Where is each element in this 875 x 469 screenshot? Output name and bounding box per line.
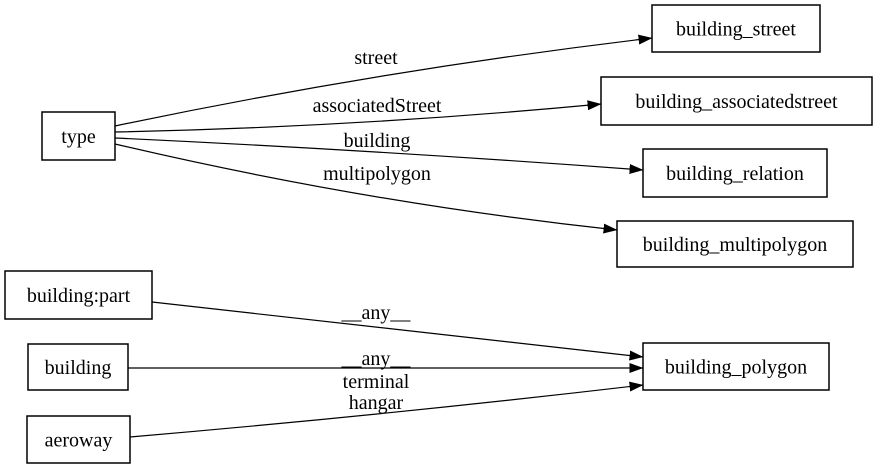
node-box-building_street: [651, 4, 821, 53]
node-label-aeroway: aeroway: [45, 430, 113, 452]
node-box-building_polygon: [642, 342, 830, 391]
edge-label-type-to-building_multipolygon-0: multipolygon: [323, 163, 431, 185]
node-label-building_associatedstreet: building_associatedstreet: [635, 91, 838, 113]
edge-label-type-to-building_street-0: street: [354, 47, 398, 69]
edge-label-building_key-to-building_polygon-0: __any__: [341, 348, 412, 370]
node-label-building_polygon: building_polygon: [665, 357, 807, 379]
edge-type-to-building_street: [114, 34, 653, 127]
node-box-building_multipolygon: [616, 220, 854, 268]
node-label-building_relation: building_relation: [666, 163, 804, 185]
edge-label-aeroway-to-building_polygon-1: hangar: [349, 392, 404, 414]
node-label-type: type: [61, 126, 96, 148]
edge-label-aeroway-to-building_polygon-0: terminal: [343, 371, 410, 393]
node-box-building_part: [4, 270, 153, 320]
node-box-type: [41, 111, 116, 161]
node-label-building_multipolygon: building_multipolygon: [643, 234, 827, 256]
edge-type-to-building_associatedstreet: [114, 100, 602, 133]
node-label-building_key: building: [45, 357, 112, 379]
edge-aeroway-to-building_polygon: [129, 381, 644, 438]
node-box-building_relation: [642, 148, 828, 198]
edge-building_part-to-building_polygon: [151, 301, 644, 361]
edge-label-building_part-to-building_polygon-0: __any__: [341, 302, 412, 324]
edge-label-type-to-building_associatedstreet-0: associatedStreet: [313, 95, 442, 117]
edge-type-to-building_multipolygon: [114, 143, 618, 234]
edge-type-to-building_relation: [114, 137, 644, 174]
node-box-building_key: [27, 343, 129, 391]
node-label-building_street: building_street: [676, 19, 796, 41]
node-label-building_part: building:part: [27, 285, 131, 307]
node-box-building_associatedstreet: [600, 76, 873, 126]
node-box-aeroway: [26, 415, 131, 464]
edge-label-type-to-building_relation-0: building: [344, 130, 411, 152]
